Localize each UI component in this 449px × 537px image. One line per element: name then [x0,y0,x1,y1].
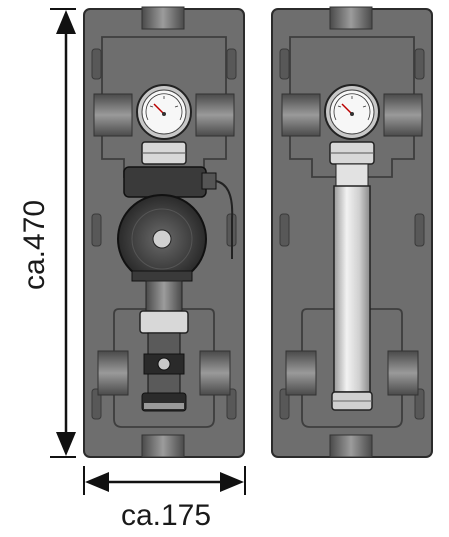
height-label: ca.470 [18,200,51,290]
straight-tube-icon [331,163,373,411]
arrow-up-icon [56,10,76,34]
right-thermometer-icon [324,84,380,140]
arrow-right-icon [220,472,244,492]
arrow-left-icon [85,472,109,492]
height-dimension: ca.470 [18,8,76,458]
left-thermometer-icon [136,84,192,140]
left-lower-pipe [145,280,183,312]
width-dimension: ca.175 [83,466,246,532]
left-lower-union-nut [139,310,189,334]
arrow-down-icon [56,432,76,456]
ball-valve-icon [141,332,187,412]
width-label: ca.175 [121,499,211,532]
right-unit [271,6,433,458]
left-unit [83,6,245,458]
